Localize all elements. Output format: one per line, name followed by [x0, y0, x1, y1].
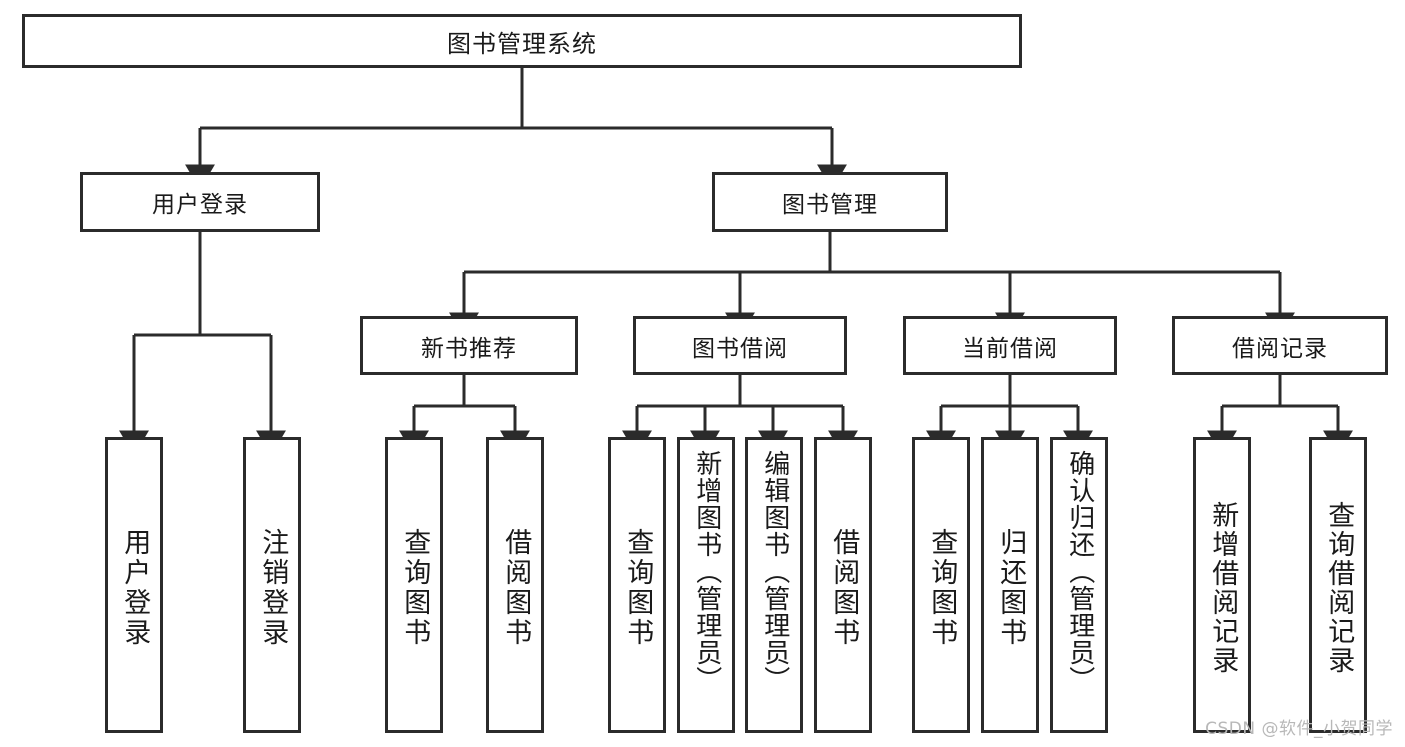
leaf-user-login-logout[interactable]: 注销登录 [243, 437, 301, 733]
leaf-text-wrap: 查询图书 [622, 446, 654, 730]
leaf-borrow-query-book[interactable]: 查询图书 [608, 437, 666, 733]
node-label: 查询借阅记录 [1323, 501, 1355, 675]
leaf-text-wrap: 编辑图书（管理员） [759, 446, 790, 734]
node-current-borrow[interactable]: 当前借阅 [903, 316, 1117, 375]
leaf-text-wrap: 用户登录 [119, 446, 151, 730]
leaf-borrow-edit-book-admin[interactable]: 编辑图书（管理员） [745, 437, 803, 733]
leaf-current-return-book[interactable]: 归还图书 [981, 437, 1039, 733]
node-label: 借阅图书 [828, 528, 860, 648]
leaf-text-wrap: 新增借阅记录 [1207, 446, 1239, 730]
leaf-recommend-query-book[interactable]: 查询图书 [385, 437, 443, 733]
leaf-text-wrap: 新增图书（管理员） [691, 446, 722, 734]
leaf-user-login-login[interactable]: 用户登录 [105, 437, 163, 733]
node-label: 当前借阅 [962, 335, 1058, 362]
node-new-book-recommend[interactable]: 新书推荐 [360, 316, 578, 375]
node-borrow-records[interactable]: 借阅记录 [1172, 316, 1388, 375]
node-label: 查询图书 [926, 528, 958, 648]
node-label: 图书管理 [782, 192, 878, 218]
node-book-borrow[interactable]: 图书借阅 [633, 316, 847, 375]
node-user-login[interactable]: 用户登录 [80, 172, 320, 232]
leaf-recommend-borrow-book[interactable]: 借阅图书 [486, 437, 544, 733]
node-label: 查询图书 [622, 528, 654, 648]
node-label: 图书管理系统 [447, 29, 597, 58]
node-label: 新增图书（管理员） [691, 450, 722, 693]
node-label: 归还图书 [995, 528, 1027, 648]
node-label: 图书借阅 [692, 335, 788, 362]
leaf-text-wrap: 确认归还（管理员） [1064, 446, 1095, 734]
leaf-text-wrap: 借阅图书 [500, 446, 532, 730]
node-label: 编辑图书（管理员） [759, 450, 790, 693]
leaf-records-query-record[interactable]: 查询借阅记录 [1309, 437, 1367, 733]
node-label: 新书推荐 [421, 335, 517, 362]
leaf-text-wrap: 归还图书 [995, 446, 1027, 730]
node-label: 借阅记录 [1232, 335, 1328, 362]
node-label: 用户登录 [152, 192, 248, 218]
leaf-borrow-borrow-book[interactable]: 借阅图书 [814, 437, 872, 733]
leaf-borrow-add-book-admin[interactable]: 新增图书（管理员） [677, 437, 735, 733]
node-label: 注销登录 [257, 528, 289, 648]
leaf-text-wrap: 借阅图书 [828, 446, 860, 730]
leaf-current-query-book[interactable]: 查询图书 [912, 437, 970, 733]
leaf-records-add-record[interactable]: 新增借阅记录 [1193, 437, 1251, 733]
node-book-management[interactable]: 图书管理 [712, 172, 948, 232]
leaf-text-wrap: 查询图书 [926, 446, 958, 730]
node-label: 新增借阅记录 [1207, 501, 1239, 675]
leaf-text-wrap: 注销登录 [257, 446, 289, 730]
node-label: 借阅图书 [500, 528, 532, 648]
leaf-text-wrap: 查询借阅记录 [1323, 446, 1355, 730]
node-root-system[interactable]: 图书管理系统 [22, 14, 1022, 68]
watermark-text: CSDN @软件_小贺同学 [1205, 719, 1393, 739]
leaf-text-wrap: 查询图书 [399, 446, 431, 730]
node-label: 查询图书 [399, 528, 431, 648]
node-label: 确认归还（管理员） [1064, 450, 1095, 693]
leaf-current-confirm-return-admin[interactable]: 确认归还（管理员） [1050, 437, 1108, 733]
node-label: 用户登录 [119, 528, 151, 648]
